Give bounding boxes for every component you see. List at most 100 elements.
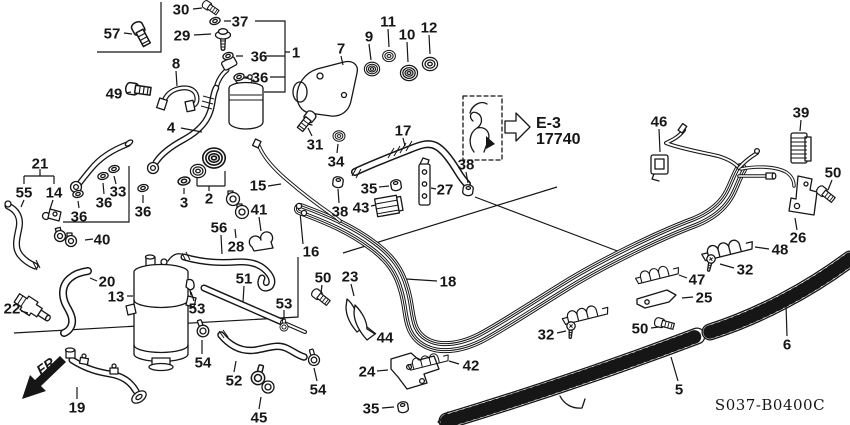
part-label-26: 26 [790,230,807,247]
part-46-clamp [650,154,669,182]
reference-callout: E-3 17740 [504,112,581,148]
part-label-53: 53 [276,296,293,313]
leader-line [77,200,80,209]
part-9-grommet [363,61,381,77]
part-37-washer [208,15,222,27]
part-label-50: 50 [632,321,649,338]
leader-line [313,367,318,382]
part-label-6: 6 [783,337,791,354]
part-label-41: 41 [251,202,268,219]
part-27-bracket [418,157,431,206]
part-label-22: 22 [4,301,21,318]
leader-line [428,34,431,55]
part-25-bracket [636,289,677,309]
part-28-clamp [225,190,250,220]
leader-line [387,28,390,48]
part-11-grommet [382,49,396,63]
part-label-39: 39 [793,105,810,122]
part-label-57: 57 [104,26,121,43]
leader-line [84,238,94,241]
leader-line [258,396,262,410]
part-40-clamp [53,226,78,248]
part-29-screw [214,28,232,51]
part-34-grommet [332,130,346,142]
part-label-17: 17 [395,123,412,140]
part-36-washer [96,170,110,182]
leader-line [336,143,339,154]
part-38-nut [461,183,475,197]
part-label-49: 49 [106,86,123,103]
part-44-bracket [353,304,376,341]
part-label-5: 5 [675,382,683,399]
pipe-end-fittings [664,122,796,188]
fuel-hose-56 [180,251,276,292]
front-arrow-icon [22,356,66,399]
part-38-nut [331,175,345,189]
part-label-3: 3 [180,195,188,212]
pipe-cover-6 [701,250,850,341]
part-label-52: 52 [226,373,243,390]
part-label-46: 46 [651,114,668,131]
leader-line [234,228,237,239]
leader-line [650,326,660,329]
leader-line [350,283,355,297]
leader-line [381,406,395,409]
front-direction-marker: FR. [22,352,66,399]
reference-number: 17740 [536,131,581,148]
leader-line [406,41,409,63]
part-label-43: 43 [353,200,370,217]
referenced-part-box [462,95,503,161]
part-label-4: 4 [167,120,176,137]
fuel-hose-51 [200,284,307,334]
part-label-29: 29 [174,28,191,45]
part-label-11: 11 [380,14,396,31]
part-label-18: 18 [440,274,457,291]
leader-line [175,70,178,87]
part-3-washer [176,175,192,187]
part-47-clip [633,262,681,285]
part-label-56: 56 [211,220,228,237]
leader-line [340,55,344,66]
part-label-28: 28 [228,239,245,256]
part-45-clamp [249,362,275,394]
part-label-10: 10 [399,27,416,44]
part-label-36: 36 [71,209,88,226]
part-50-bolt [814,183,837,205]
pipe-bracket-7 [292,60,359,126]
part-14-clip [41,208,62,222]
part-50-bolt [309,286,332,308]
part-label-54: 54 [310,382,327,399]
part-label-47: 47 [689,272,706,289]
leader-line [242,285,245,303]
diagram-code: S037-B0400C [715,396,825,414]
part-label-1: 1 [292,45,300,62]
leader-line [192,7,203,10]
reference-code: E-3 [536,115,561,132]
leader-line [125,91,132,94]
part-50-bolt [652,316,676,332]
front-label: FR. [33,352,61,378]
leader-line [378,185,390,188]
part-39-grommet-stack [790,132,812,164]
part-53-clip [185,278,195,296]
part-label-2: 2 [205,191,213,208]
part-36-washer [136,182,150,194]
leader-line [258,216,262,232]
leader-line [113,175,117,185]
part-label-24: 24 [359,364,376,381]
part-label-44: 44 [377,330,394,347]
part-label-35: 35 [363,401,380,418]
part-label-25: 25 [696,290,713,307]
leader-line [448,360,460,365]
leader-line [794,217,798,231]
leader-line [430,187,437,190]
part-54-clamp [192,317,212,340]
part-label-40: 40 [94,232,111,249]
leader-line [89,277,98,282]
part-49-bolt [124,81,153,98]
part-label-32: 32 [737,262,754,279]
part-12-grommet [421,56,439,72]
part-label-13: 13 [108,289,125,306]
